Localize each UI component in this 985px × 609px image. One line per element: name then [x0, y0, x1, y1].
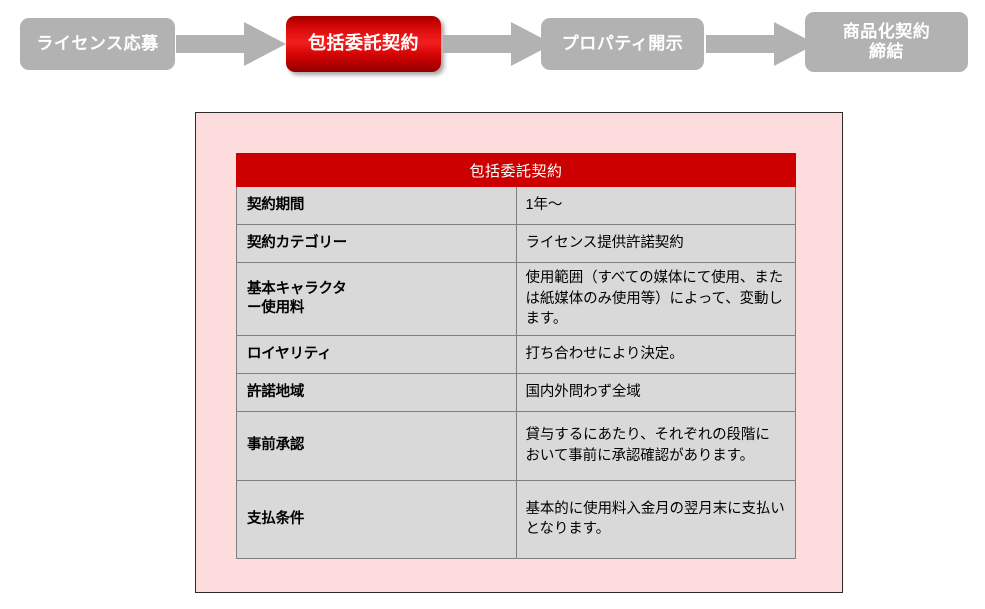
flow-step-label: ライセンス応募 — [36, 33, 159, 53]
row-value-contract-category: ライセンス提供許諾契約 — [515, 224, 796, 263]
row-label-line2: ー使用料 — [247, 299, 305, 316]
flow-step-label: 包括委託契約 — [308, 33, 419, 54]
flow-step-label-line2: 締結 — [869, 42, 904, 61]
flow-step-license-application[interactable]: ライセンス応募 — [20, 18, 175, 70]
row-value-contract-period: 1年～ — [515, 186, 796, 225]
contract-details-table: 包括委託契約 契約期間 1年～ 契約カテゴリー ライセンス提供許諾契約 基本キャ… — [236, 153, 796, 559]
row-label-territory: 許諾地域 — [236, 372, 517, 412]
row-value-territory: 国内外問わず全域 — [515, 372, 796, 412]
table-row: 事前承認 貸与するにあたり、それぞれの段階に おいて事前に承認確認があります。 — [236, 410, 796, 481]
row-label-line1: 基本キャラクタ — [247, 281, 347, 298]
flow-arrow-2 — [443, 22, 553, 66]
row-value-prior-approval: 貸与するにあたり、それぞれの段階に おいて事前に承認確認があります。 — [515, 410, 796, 481]
row-label-payment-terms: 支払条件 — [236, 479, 517, 559]
flow-step-label: プロパティ開示 — [561, 33, 684, 53]
row-value-royalty: 打ち合わせにより決定。 — [515, 334, 796, 374]
table-row: ロイヤリティ 打ち合わせにより決定。 — [236, 334, 796, 374]
row-label-character-fee: 基本キャラクタ ー使用料 — [236, 262, 517, 336]
flow-step-merchandising-contract[interactable]: 商品化契約 締結 — [805, 12, 968, 72]
row-label-prior-approval: 事前承認 — [236, 410, 517, 481]
flow-step-comprehensive-contract[interactable]: 包括委託契約 — [286, 16, 441, 72]
table-title: 包括委託契約 — [236, 153, 796, 187]
flow-step-label-line1: 商品化契約 — [842, 21, 931, 41]
table-row: 契約カテゴリー ライセンス提供許諾契約 — [236, 224, 796, 263]
table-row: 支払条件 基本的に使用料入金月の翌月末に支払いとなります。 — [236, 479, 796, 559]
table-header-row: 包括委託契約 — [236, 153, 796, 187]
table-row: 契約期間 1年～ — [236, 186, 796, 225]
flow-step-property-disclosure[interactable]: プロパティ開示 — [541, 18, 704, 70]
table-row: 基本キャラクタ ー使用料 使用範囲（すべての媒体にて使用、または紙媒体のみ使用等… — [236, 262, 796, 336]
row-value-payment-terms: 基本的に使用料入金月の翌月末に支払いとなります。 — [515, 479, 796, 559]
flow-arrow-1 — [176, 22, 286, 66]
row-label-contract-period: 契約期間 — [236, 186, 517, 225]
row-value-character-fee: 使用範囲（すべての媒体にて使用、または紙媒体のみ使用等）によって、変動します。 — [515, 262, 796, 336]
table-row: 許諾地域 国内外問わず全域 — [236, 372, 796, 412]
flow-arrow-3 — [706, 22, 816, 66]
row-label-contract-category: 契約カテゴリー — [236, 224, 517, 263]
row-label-royalty: ロイヤリティ — [236, 334, 517, 374]
